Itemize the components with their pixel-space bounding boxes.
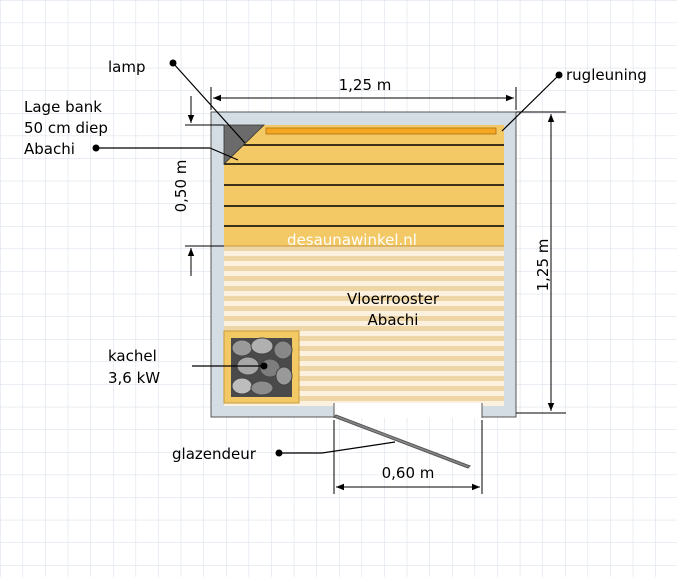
floor-slat [224, 261, 504, 266]
kachel-label-line1: kachel [108, 347, 157, 365]
leader-glazendeur [275, 441, 396, 457]
glass-door [333, 414, 471, 469]
floor-grating [224, 246, 504, 406]
door-opening [211, 403, 516, 418]
leader-lamp [169, 59, 246, 144]
floor-slat [224, 291, 504, 296]
dimension-width [210, 87, 517, 110]
floor-slat [224, 376, 504, 381]
bench-label-line3: Abachi [24, 140, 75, 158]
floor-slat [224, 341, 504, 346]
floor-slat [224, 371, 504, 376]
rugleuning-label: rugleuning [566, 66, 647, 84]
floor-slat [224, 271, 504, 276]
floor-slat [224, 361, 504, 366]
floor-slat [224, 246, 504, 251]
floor-slat [224, 381, 504, 386]
floor-label-line1: Vloerrooster [347, 290, 440, 308]
floor-slat [224, 351, 504, 356]
bench-label-line1: Lage bank [24, 98, 102, 116]
floor-slat [224, 306, 504, 311]
floor-slat [224, 391, 504, 396]
floor-slat [224, 396, 504, 401]
floor-slat [224, 266, 504, 271]
floor-slat [224, 331, 504, 336]
floor-slat [224, 386, 504, 391]
floor-slat [224, 281, 504, 286]
leader-kachel [192, 362, 268, 370]
leader-bench [92, 144, 239, 161]
lamp-label: lamp [108, 58, 146, 76]
floor-slat [224, 251, 504, 256]
glazendeur-label: glazendeur [172, 445, 257, 463]
dimension-depth-label: 1,25 m [534, 239, 552, 292]
dimension-bench-label: 0,50 m [172, 160, 190, 213]
dimension-door [333, 420, 483, 494]
dimension-width-label: 1,25 m [339, 76, 392, 94]
floor-slat [224, 256, 504, 261]
lamp [223, 124, 265, 165]
floor-slat [224, 336, 504, 341]
dimension-depth [516, 111, 566, 414]
kachel-label-line2: 3,6 kW [108, 369, 160, 387]
leader-rugleuning [501, 71, 563, 132]
floor-slat [224, 356, 504, 361]
backrest [265, 127, 497, 135]
floor-slat [224, 326, 504, 331]
floor-slat [224, 311, 504, 316]
bench-label-line2: 50 cm diep [24, 119, 108, 137]
floor-slat [224, 276, 504, 281]
dimension-bench [185, 96, 224, 276]
floor-slat [224, 316, 504, 321]
floor-label-line2: Abachi [368, 311, 419, 329]
floor-slat [224, 296, 504, 301]
dimension-door-label: 0,60 m [382, 464, 435, 482]
watermark: desaunawinkel.nl [287, 231, 417, 249]
floor-slat [224, 366, 504, 371]
floor-slat [224, 346, 504, 351]
floor-slat [224, 286, 504, 291]
floor-slat [224, 301, 504, 306]
floor-slat [224, 321, 504, 326]
heater [223, 330, 300, 404]
bench [224, 125, 504, 247]
